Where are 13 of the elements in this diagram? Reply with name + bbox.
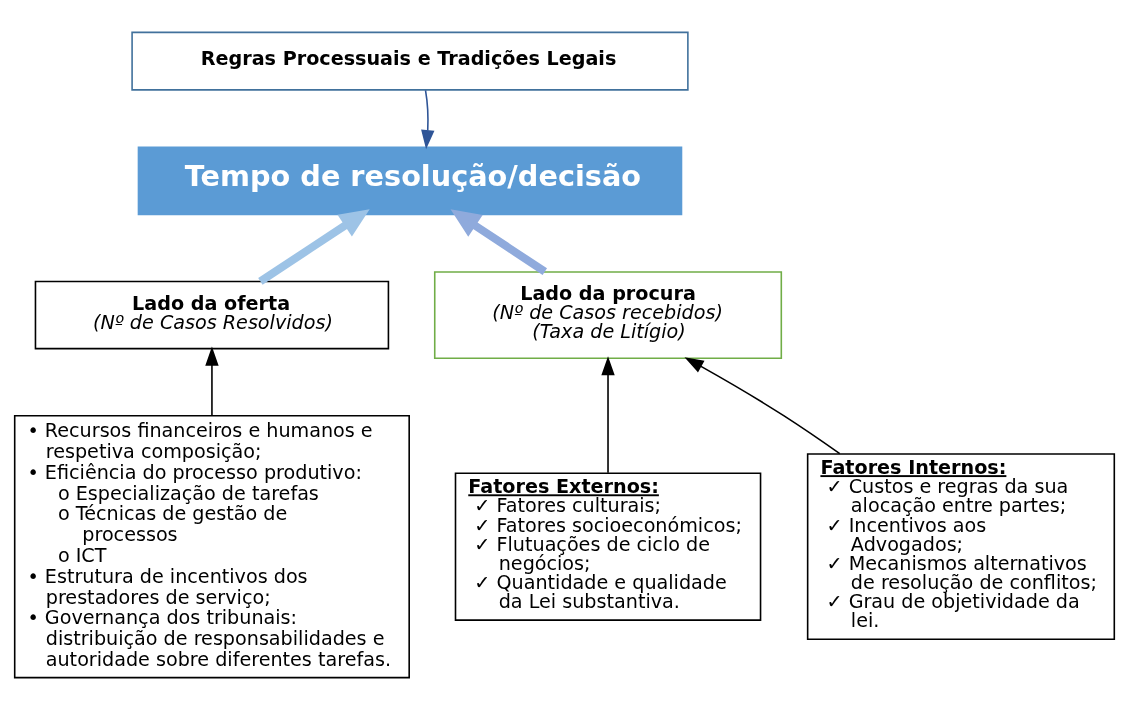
node-box: • Recursos financeiros e humanos e respetiva composição; • Eficiência do processo produtivo: o Especialização de tarefas o Técnicas de gestão de processos o ICT • Estrutura de incentivos dos prestadores de serviço; • Governança dos tribunais: distribuição de responsabilidades e autoridade sobre diferentes tarefas. — [13, 414, 410, 678]
arrow — [601, 355, 615, 474]
arrow — [684, 356, 841, 455]
node-box: Lado da oferta (Nº de Casos Resolvidos) — [34, 280, 390, 349]
node-box: Fatores Externos: ✓ Fatores culturais; ✓ Fatores socioeconómicos; ✓ Flutuações de ciclo de negócios; ✓ Quantidade e qualidade da Lei substantiva. — [454, 471, 762, 621]
node-box: Regras Processuais e Tradições Legais — [131, 31, 689, 91]
node-box: Fatores Internos: ✓ Custos e regras da sua alocação entre partes; ✓ Incentivos aos Advogados; ✓ Mecanismos alternativos de resolução de conflitos; ✓ Grau de objetividade da lei. — [806, 452, 1116, 640]
node-box: Lado da procura (Nº de Casos recebidos) (Taxa de Litígio) — [433, 270, 783, 359]
arrow — [450, 208, 547, 275]
arrow — [258, 208, 370, 285]
node-box: Tempo de resolução/decisão — [137, 146, 683, 215]
arrow — [205, 346, 219, 416]
arrow — [421, 89, 435, 149]
